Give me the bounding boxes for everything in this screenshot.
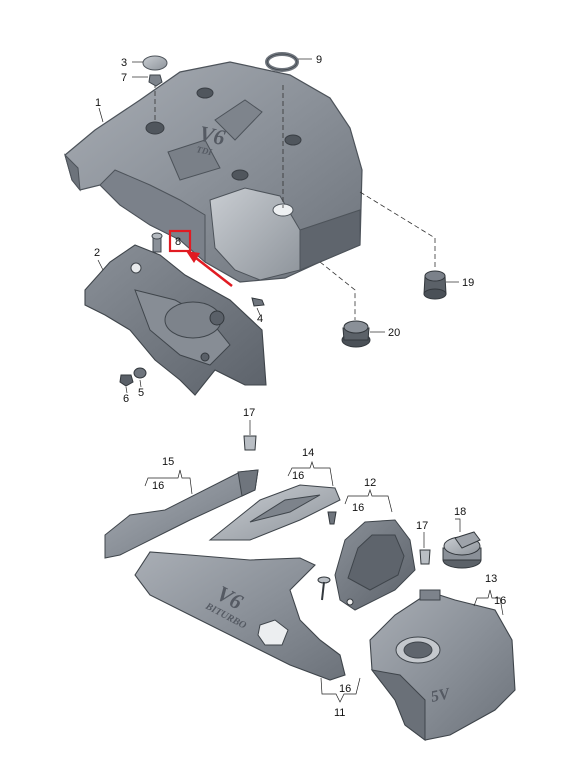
part-7-nut: [148, 74, 163, 87]
callout-8: 8: [175, 236, 181, 248]
callout-12: 12: [364, 477, 376, 489]
part-19-grommet: [423, 270, 447, 300]
bracket-plate: [84, 244, 267, 396]
part-16-pin: [317, 576, 331, 601]
callout-20: 20: [388, 327, 400, 339]
part-17-clip-upper: [243, 435, 257, 451]
cover-12: [334, 519, 416, 611]
callout-lines: [97, 58, 504, 703]
part-6-nut: [119, 374, 134, 387]
part-8-stud: [151, 232, 163, 253]
callout-11: 11: [334, 707, 345, 719]
callout-2: 2: [94, 247, 100, 259]
part-18-cap: [442, 531, 482, 569]
cover-13: 5V: [369, 589, 516, 741]
callout-16-d: 16: [352, 502, 364, 514]
callout-labels: 1 2 3 4 5 6 7 8 9 11 12 13 14 15 16 17 1…: [94, 54, 506, 719]
callout-16-e: 16: [494, 595, 506, 607]
callout-5: 5: [138, 387, 144, 399]
callout-14: 14: [302, 447, 314, 459]
callout-17-b: 17: [416, 520, 428, 532]
callout-15: 15: [162, 456, 174, 468]
engine-cover-top: V6 TDI: [64, 61, 363, 283]
callout-13: 13: [485, 573, 497, 585]
callout-16-b: 16: [152, 480, 164, 492]
callout-6: 6: [123, 393, 129, 405]
callout-18: 18: [454, 506, 466, 518]
callout-1: 1: [95, 97, 101, 109]
side-cover-11: V6 BITURBO: [134, 551, 346, 681]
callout-9: 9: [316, 54, 322, 66]
callout-19: 19: [462, 277, 474, 289]
bracket-15: [104, 469, 259, 559]
part-5-grommet: [133, 367, 147, 379]
engraving-5v: 5V: [429, 685, 452, 706]
part-3-cap: [142, 55, 168, 71]
engraving-tdi: TDI: [196, 144, 214, 157]
highlight-part-8: [168, 229, 233, 287]
callout-16-c: 16: [292, 470, 304, 482]
callout-7: 7: [121, 72, 127, 84]
part-17-clip-lower: [419, 549, 431, 565]
engraving-v6-top: V6: [197, 120, 227, 150]
callout-17-a: 17: [243, 407, 255, 419]
leader-lines-top: [154, 75, 436, 320]
callout-16-a: 16: [339, 683, 351, 695]
part-20-grommet: [341, 320, 371, 348]
callout-4: 4: [257, 313, 263, 325]
part-9-ring: [265, 52, 299, 72]
panel-14: [208, 484, 341, 541]
callout-3: 3: [121, 57, 127, 69]
part-4-bolt: [251, 297, 265, 307]
